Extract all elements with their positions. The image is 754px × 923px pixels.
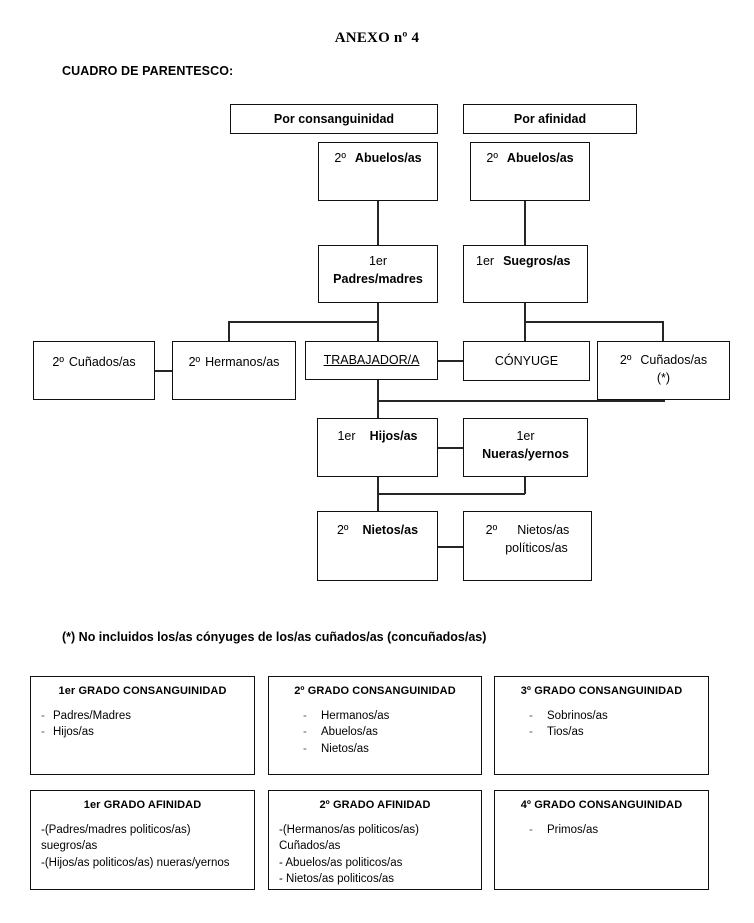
node-cunados-izquierda[interactable]: 2º Cuñados/as [33,341,155,400]
node-abuelos-cons-label: Abuelos/as [354,151,422,165]
header-afinidad[interactable]: Por afinidad [463,104,637,134]
legend-box-1er-afinidad[interactable]: 1er GRADO AFINIDAD -(Padres/madres polit… [30,790,255,890]
legend-title: 3º GRADO CONSANGUINIDAD [520,685,683,697]
connector-trabajador-conyuge [437,360,464,362]
legend-item: Cuñados/as [279,840,341,853]
node-conyuge-label: CÓNYUGE [494,353,559,368]
node-nietos-pol-degree: 2º [485,523,498,537]
legend-item: - Nietos/as politicos/as [279,872,395,885]
legend-item: Hijos/as [41,724,244,741]
connector-padres-hermanos-h [228,321,378,323]
legend-item: Primos/as [505,822,698,839]
node-cunados-izq-degree: 2º [52,355,64,369]
header-consanguinidad-label: Por consanguinidad [273,111,395,126]
connector-cunados-hermanos [154,370,173,372]
legend-item: -(Padres/madres politicos/as) [41,824,191,836]
section-label: CUADRO DE PARENTESCO: [62,64,234,78]
connector-nietos-nietospol [437,546,464,548]
node-nietos-degree: 2º [336,523,349,537]
connector-hermanos-drop [228,321,230,342]
node-suegros[interactable]: 1er Suegros/as [463,245,588,303]
node-abuelos-consanguinidad[interactable]: 2º Abuelos/as [318,142,438,201]
node-hijos-label: Hijos/as [369,429,418,443]
node-cunados-der-label: Cuñados/as [640,353,708,367]
legend-box-1er-consanguinidad[interactable]: 1er GRADO CONSANGUINIDAD Padres/Madres H… [30,676,255,775]
node-nueras-label: Nueras/yernos [482,447,569,462]
node-nietos[interactable]: 2º Nietos/as [317,511,438,581]
connector-hijos-down [377,476,379,494]
legend-box-3o-consanguinidad[interactable]: 3º GRADO CONSANGUINIDAD Sobrinos/as Tios… [494,676,709,775]
node-nueras-degree: 1er [516,429,535,443]
connector-trabajador-down [377,379,379,401]
connector-abuelos-suegros [524,200,526,246]
legend-item: - Abuelos/as politicos/as [279,856,403,869]
connector-abuelos-padres [377,200,379,246]
node-abuelos-afin-label: Abuelos/as [506,151,574,165]
connector-suegros-cunados-h [524,321,663,323]
legend-item: Hermanos/as [279,708,471,725]
node-hermanos[interactable]: 2º Hermanos/as [172,341,296,400]
legend-title: 2º GRADO CONSANGUINIDAD [294,685,456,697]
node-hermanos-degree: 2º [188,355,201,369]
node-trabajador-label: TRABAJADOR/A [323,353,420,368]
node-cunados-izq-label: Cuñados/as [68,355,136,369]
node-hijos-degree: 1er [337,429,356,443]
node-hermanos-label: Hermanos/as [205,355,280,369]
legend-item: Abuelos/as [279,724,471,741]
node-abuelos-afin-degree: 2º [486,151,498,165]
legend-item: Sobrinos/as [505,708,698,725]
connector-hijos-nueras [437,447,464,449]
legend-box-2o-afinidad[interactable]: 2º GRADO AFINIDAD -(Hermanos/as politico… [268,790,482,890]
node-suegros-label: Suegros/as [503,254,571,268]
node-nietos-pol-label: Nietos/as [517,523,570,537]
connector-hijos-bus [377,400,665,402]
legend-item: Nietos/as [279,741,471,758]
legend-item: -(Hijos/as politicos/as) nueras/yernos [41,856,230,869]
legend-title: 2º GRADO AFINIDAD [319,799,431,811]
connector-nueras-down [524,476,526,494]
node-abuelos-afinidad[interactable]: 2º Abuelos/as [470,142,590,201]
legend-item: -(Hermanos/as politicos/as) [279,824,419,836]
legend-title: 1er GRADO CONSANGUINIDAD [58,685,227,697]
footnote-text: (*) No incluidos los/as cónyuges de los/… [62,630,487,644]
node-padres-madres[interactable]: 1er Padres/madres [318,245,438,303]
connector-bus-to-hijos [377,400,379,419]
legend-title: 4º GRADO CONSANGUINIDAD [520,799,683,811]
page-title: ANEXO nº 4 [334,30,420,46]
node-nueras-yernos[interactable]: 1er Nueras/yernos [463,418,588,477]
node-cunados-der-note: (*) [656,371,671,386]
legend-box-4o-consanguinidad[interactable]: 4º GRADO CONSANGUINIDAD Primos/as [494,790,709,890]
legend-item: suegros/as [41,840,98,853]
connector-cunados-der-drop [662,321,664,342]
legend-box-2o-consanguinidad[interactable]: 2º GRADO CONSANGUINIDAD Hermanos/as Abue… [268,676,482,775]
node-nietos-pol-label2: políticos/as [505,541,568,556]
node-padres-label: Padres/madres [333,272,423,287]
node-suegros-degree: 1er [476,254,495,268]
node-trabajador[interactable]: TRABAJADOR/A [305,341,438,380]
node-conyuge[interactable]: CÓNYUGE [463,341,590,381]
header-afinidad-label: Por afinidad [513,111,587,126]
node-cunados-der-degree: 2º [619,353,632,367]
connector-nietos-bus [377,493,525,495]
node-nietos-label: Nietos/as [362,523,419,537]
node-nietos-politicos[interactable]: 2º Nietos/as políticos/as [463,511,592,581]
legend-title: 1er GRADO AFINIDAD [83,799,202,811]
connector-bus-to-nietos [377,493,379,512]
legend-item: Tios/as [505,724,698,741]
node-padres-degree: 1er [368,254,388,268]
header-consanguinidad[interactable]: Por consanguinidad [230,104,438,134]
node-abuelos-cons-degree: 2º [334,151,346,165]
node-cunados-derecha[interactable]: 2º Cuñados/as (*) [597,341,730,400]
legend-item: Padres/Madres [41,708,244,725]
node-hijos[interactable]: 1er Hijos/as [317,418,438,477]
